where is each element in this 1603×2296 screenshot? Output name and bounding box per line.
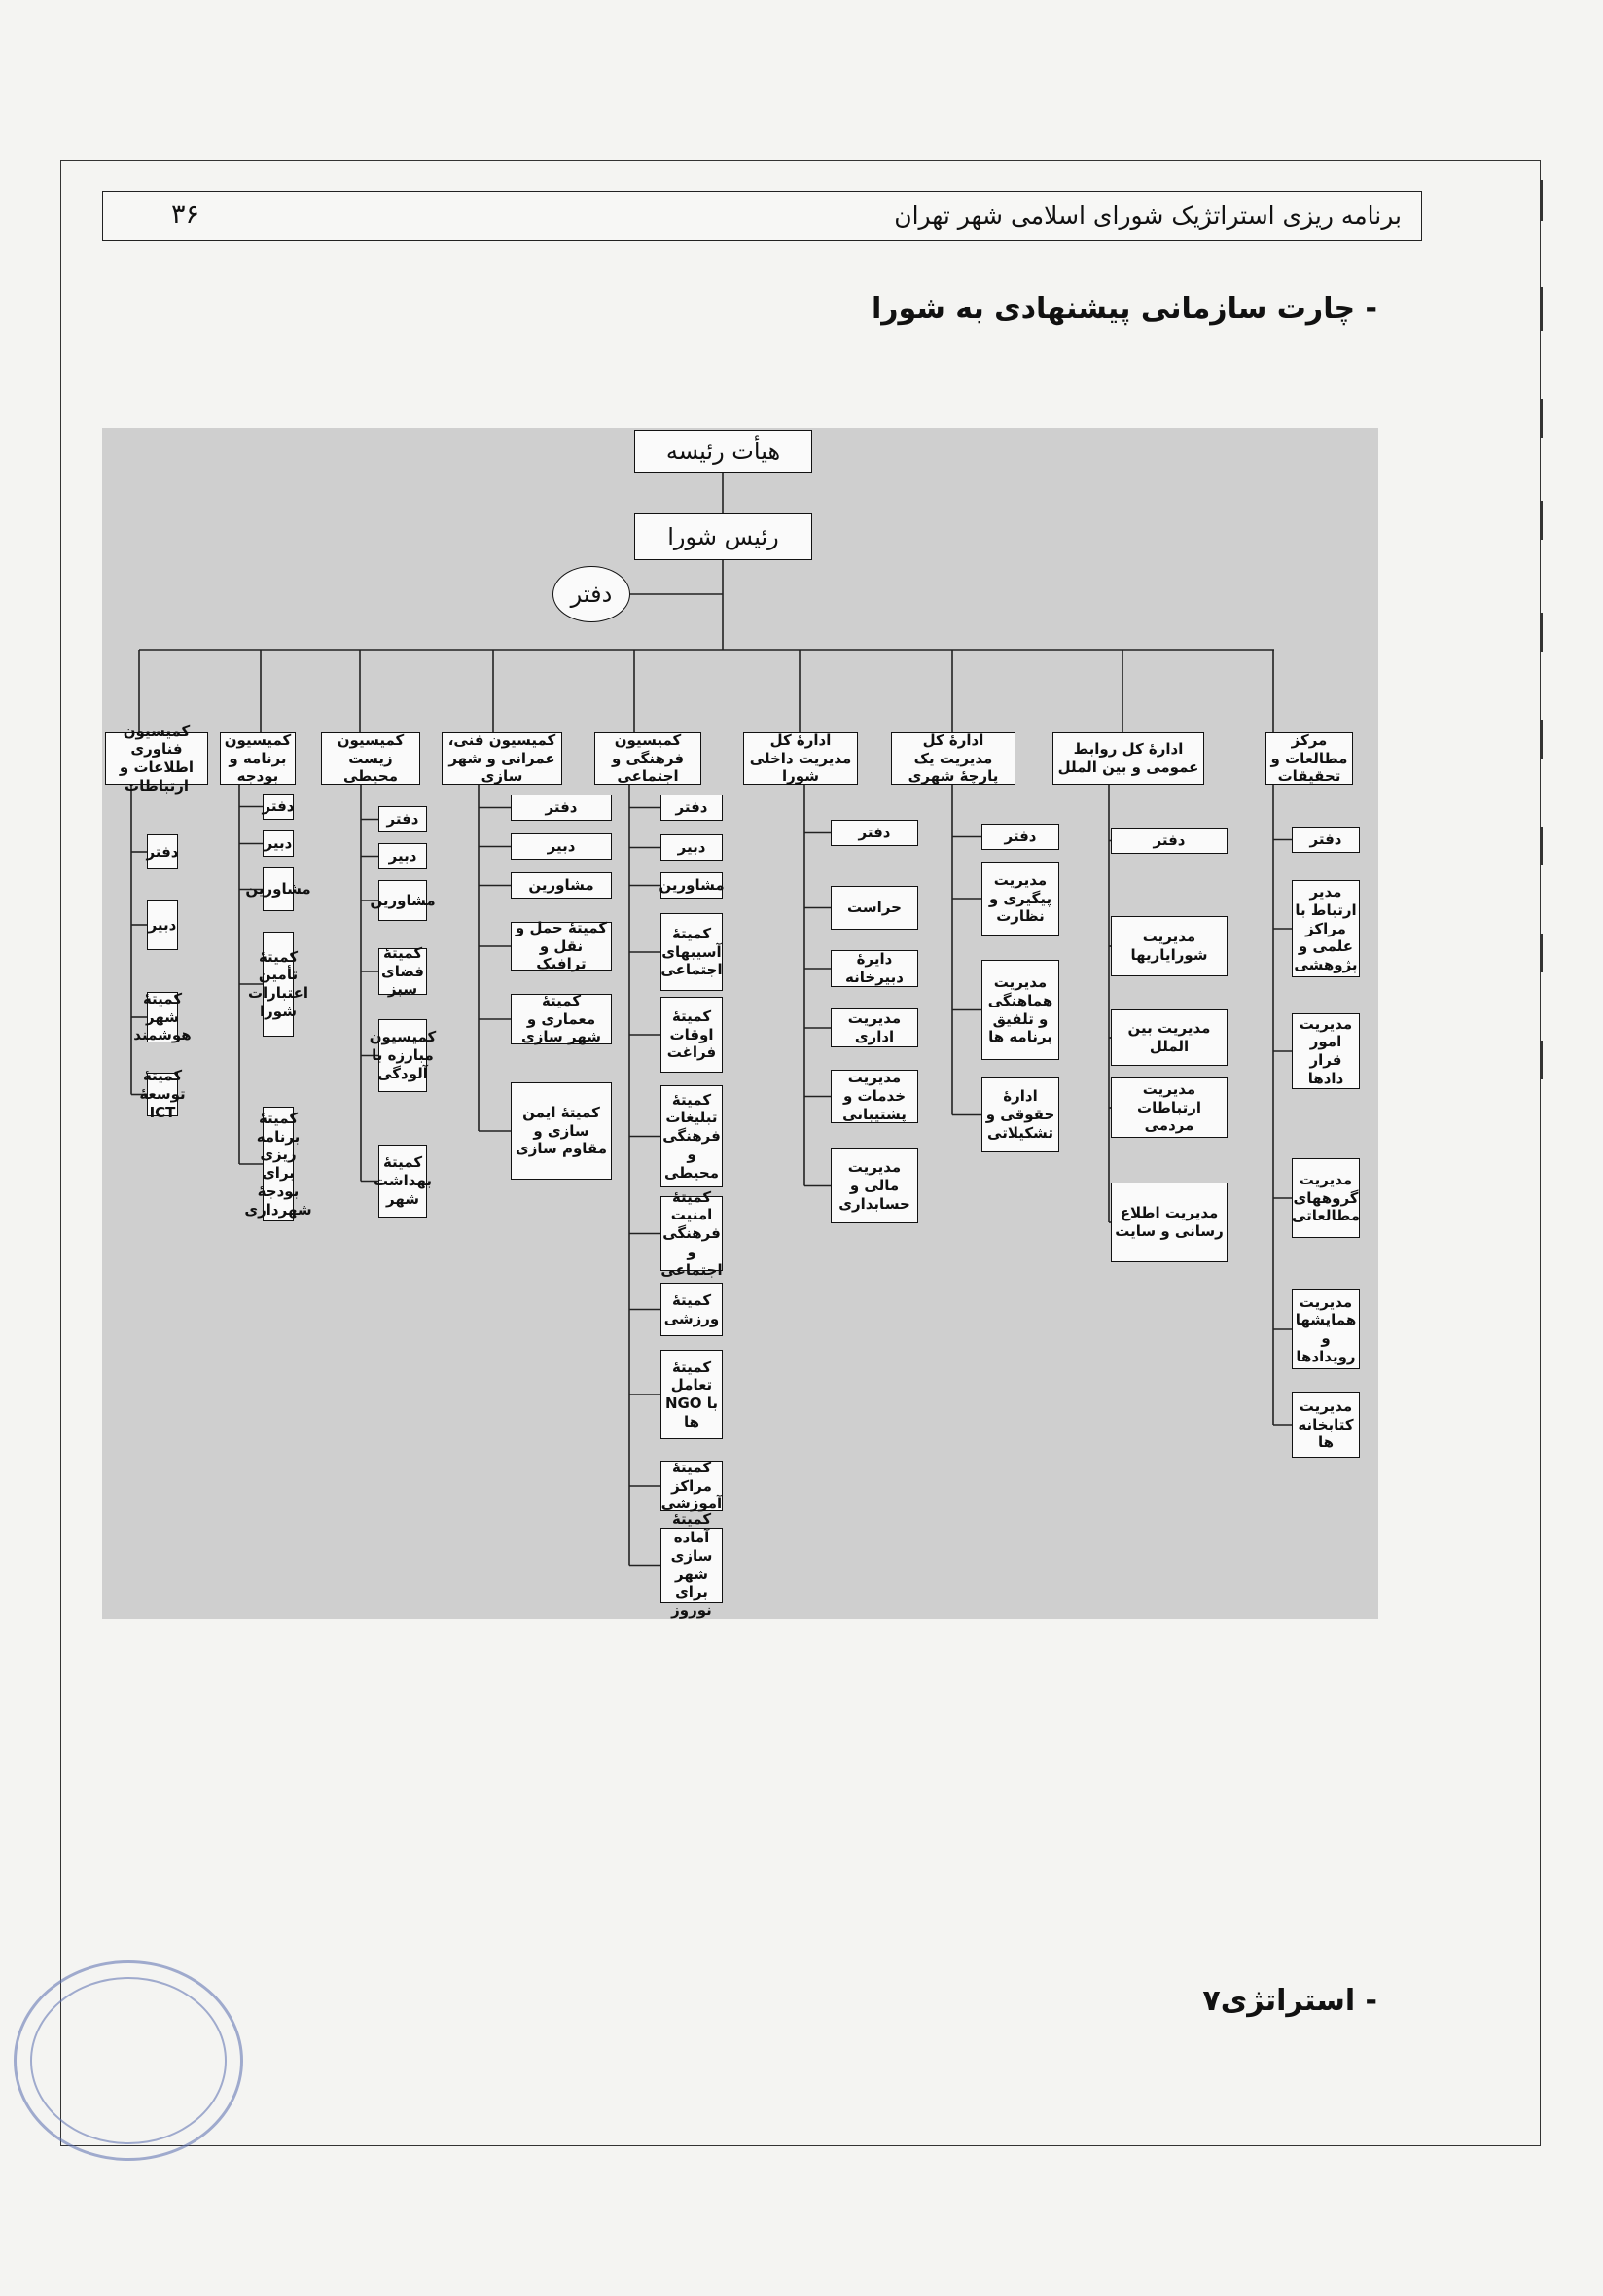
sub-unit-box: کمیتهٔ تأمین اعتبارات شورا — [248, 932, 308, 1037]
sub-unit-box: مدیریت خدمات و پشتیبانی — [831, 1069, 918, 1123]
sub-unit-box: مدیر ارتباط با مراکز علمی و پژوهشی — [1292, 880, 1360, 977]
sub-unit-box: ادارهٔ حقوقی و تشکیلاتی — [981, 1077, 1059, 1152]
sub-unit-box: دبیر — [378, 843, 427, 869]
sub-unit-box: مشاورین — [245, 867, 311, 911]
margin-mark — [1541, 720, 1543, 759]
sub-unit-box: کمیتهٔ اوقات فراغت — [660, 997, 723, 1073]
page-border — [60, 160, 1541, 2146]
sub-unit-box: کمیتهٔ مراکز آموزشی — [660, 1458, 723, 1513]
sub-unit-box: کمیتهٔ آماده سازی شهر برای نوروز — [660, 1510, 723, 1619]
margin-mark — [1541, 180, 1543, 221]
margin-mark — [1541, 934, 1543, 972]
sub-unit-box: مشاورین — [659, 872, 725, 899]
margin-mark — [1541, 1041, 1543, 1079]
board-box: هیأت رئیسه — [634, 430, 812, 473]
margin-mark — [1541, 399, 1543, 438]
unit-box: ادارهٔ کل روابط عمومی و بین الملل — [1052, 732, 1204, 785]
unit-box: مرکز مطالعات و تحقیقات — [1265, 731, 1353, 785]
office-oval: دفتر — [552, 566, 630, 622]
sub-unit-box: مدیریت بین الملل — [1111, 1009, 1228, 1066]
sub-unit-box: کمیتهٔ بهداشت شهر — [374, 1145, 432, 1218]
unit-box: کمیسیون برنامه و بودجه — [220, 731, 296, 785]
sub-unit-box: کمیتهٔ برنامه ریزی برای بودجهٔ شهرداری — [244, 1107, 312, 1221]
sub-unit-box: دفتر — [511, 795, 612, 821]
sub-unit-box: مدیریت پیگیری و نظارت — [981, 862, 1059, 936]
sub-unit-box: کمیتهٔ تعامل با NGO ها — [660, 1350, 723, 1439]
sub-unit-box: دبیر — [147, 900, 178, 950]
council-head-box: رئیس شورا — [634, 513, 812, 560]
unit-box: ادارهٔ کل مدیریت یک پارچهٔ شهری — [891, 731, 1015, 785]
margin-mark — [1541, 287, 1543, 331]
sub-unit-box: دفتر — [1292, 827, 1360, 853]
sub-unit-box: کمیتهٔ تبلیغات فرهنگی و محیطی — [660, 1085, 723, 1187]
sub-unit-box: مدیریت امور قرار دادها — [1292, 1013, 1360, 1089]
sub-unit-box: دفتر — [660, 795, 723, 821]
sub-unit-box: حراست — [831, 886, 918, 930]
sub-unit-box: دفتر — [1111, 828, 1228, 854]
unit-box: ادارهٔ کل مدیریت داخلی شورا — [743, 731, 858, 785]
sub-unit-box: دبیر — [660, 834, 723, 861]
sub-unit-box: دایرهٔ دبیرخانه — [831, 950, 918, 987]
sub-unit-box: کمیتهٔ شهر هوشمند — [133, 989, 192, 1044]
sub-unit-box: کمیسیون مبارزه با آلودگی — [370, 1019, 436, 1092]
sub-unit-box: مشاورین — [511, 872, 612, 899]
unit-box: کمیسیون زیست محیطی — [321, 731, 420, 785]
unit-box: کمیسیون فرهنگی و اجتماعی — [594, 731, 701, 785]
sub-unit-box: مدیریت مالی و حسابداری — [831, 1148, 918, 1223]
sub-unit-box: دفتر — [263, 794, 294, 820]
sub-unit-box: کمیتهٔ ورزشی — [660, 1283, 723, 1336]
sub-unit-box: کمیتهٔ امنیت فرهنگی و اجتماعی — [660, 1187, 723, 1279]
official-stamp — [14, 1960, 243, 2161]
margin-mark — [1541, 613, 1543, 652]
sub-unit-box: دبیر — [263, 830, 294, 857]
sub-unit-box: کمیتهٔ حمل و نقل و ترافیک — [511, 919, 612, 972]
margin-mark — [1541, 827, 1543, 865]
unit-box: کمیسیون فنی، عمرانی و شهر سازی — [442, 731, 562, 785]
sub-unit-box: مدیریت گروههای مطالعاتی — [1292, 1158, 1360, 1238]
org-chart-connectors — [130, 473, 1292, 1567]
sub-unit-box: مدیریت اداری — [831, 1008, 918, 1047]
sub-unit-box: مدیریت شورایاریها — [1111, 916, 1228, 976]
sub-unit-box: کمیتهٔ توسعهٔ ICT — [139, 1067, 186, 1121]
sub-unit-box: کمیتهٔ آسیبهای اجتماعی — [660, 913, 723, 991]
sub-unit-box: دبیر — [511, 833, 612, 860]
sub-unit-box: کمیتهٔ فضای سبز — [378, 944, 427, 998]
sub-unit-box: دفتر — [831, 820, 918, 846]
bottom-heading: - استراتژی۷ — [1202, 1984, 1377, 2018]
unit-box: کمیسیون فناوری اطلاعات و ارتباطات — [105, 723, 208, 795]
sub-unit-box: مدیریت ارتباطات مردمی — [1111, 1077, 1228, 1138]
margin-mark — [1541, 501, 1543, 540]
sub-unit-box: کمیتهٔ معماری و شهر سازی — [511, 992, 612, 1045]
sub-unit-box: مدیریت هماهنگی و تلفیق برنامه ها — [981, 960, 1059, 1060]
section-title: - چارت سازمانی پیشنهادی به شورا — [871, 292, 1377, 326]
sub-unit-box: مدیریت کتابخانه ها — [1292, 1392, 1360, 1458]
sub-unit-box: دفتر — [981, 824, 1059, 850]
sub-unit-box: دفتر — [147, 834, 178, 869]
sub-unit-box: مشاورین — [370, 880, 436, 921]
header-title: برنامه ریزی استراتژیک شورای اسلامی شهر ت… — [894, 201, 1402, 230]
sub-unit-box: مدیریت اطلاع رسانی و سایت — [1111, 1183, 1228, 1262]
page-number: ۳۶ — [171, 199, 200, 230]
sub-unit-box: مدیریت همایشها و رویدادها — [1292, 1289, 1360, 1369]
sub-unit-box: کمیتهٔ ایمن سازی و مقاوم سازی — [511, 1082, 612, 1180]
sub-unit-box: دفتر — [378, 806, 427, 832]
page-header: برنامه ریزی استراتژیک شورای اسلامی شهر ت… — [102, 191, 1422, 241]
